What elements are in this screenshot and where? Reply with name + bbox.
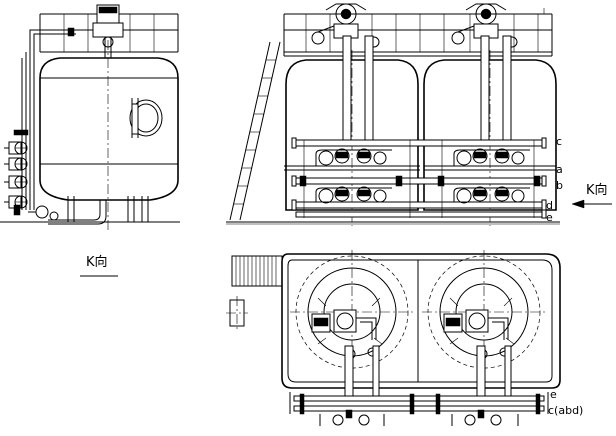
pipe-label-e: e [546, 211, 553, 224]
view-k-arrow-icon [571, 199, 612, 209]
plan-tank-left [290, 250, 414, 384]
pipe-label-c: c [556, 135, 562, 148]
plan-tank-right [422, 250, 546, 384]
plan-headers [289, 392, 549, 426]
front-ground [226, 137, 560, 225]
front-tank-right [423, 50, 557, 226]
side-view-motor-icon [92, 4, 124, 58]
side-view-legs [0, 196, 180, 225]
plan-view: e c(abd) [226, 250, 583, 426]
view-k-caption: K向 [86, 254, 108, 270]
front-vertical-pipes [342, 35, 512, 141]
side-view-bottom-valves [13, 204, 59, 221]
plan-stair [231, 255, 283, 287]
front-header-pipes [284, 139, 556, 218]
front-elevation: c a b d e K向 [226, 3, 612, 226]
front-ladder [229, 41, 281, 221]
front-valves-left [299, 148, 403, 204]
pipe-label-a: a [556, 163, 563, 176]
side-view-left-piping [4, 27, 76, 210]
front-motor-right-icon [451, 3, 518, 48]
pipe-label-b: b [556, 179, 563, 192]
front-motor-left-icon [311, 3, 380, 48]
side-view-tank [39, 40, 179, 230]
view-k-arrow-label: K向 [586, 182, 608, 198]
side-view-k: K向 [0, 4, 180, 277]
front-valves-right [437, 148, 541, 204]
plan-label-c-abd: c(abd) [548, 404, 583, 417]
plan-platform [281, 253, 561, 389]
front-railing [283, 8, 553, 57]
plan-label-e: e [550, 388, 557, 401]
pipe-label-d: d [546, 199, 553, 212]
plan-small-box [226, 296, 248, 330]
front-tank-left [285, 50, 419, 226]
